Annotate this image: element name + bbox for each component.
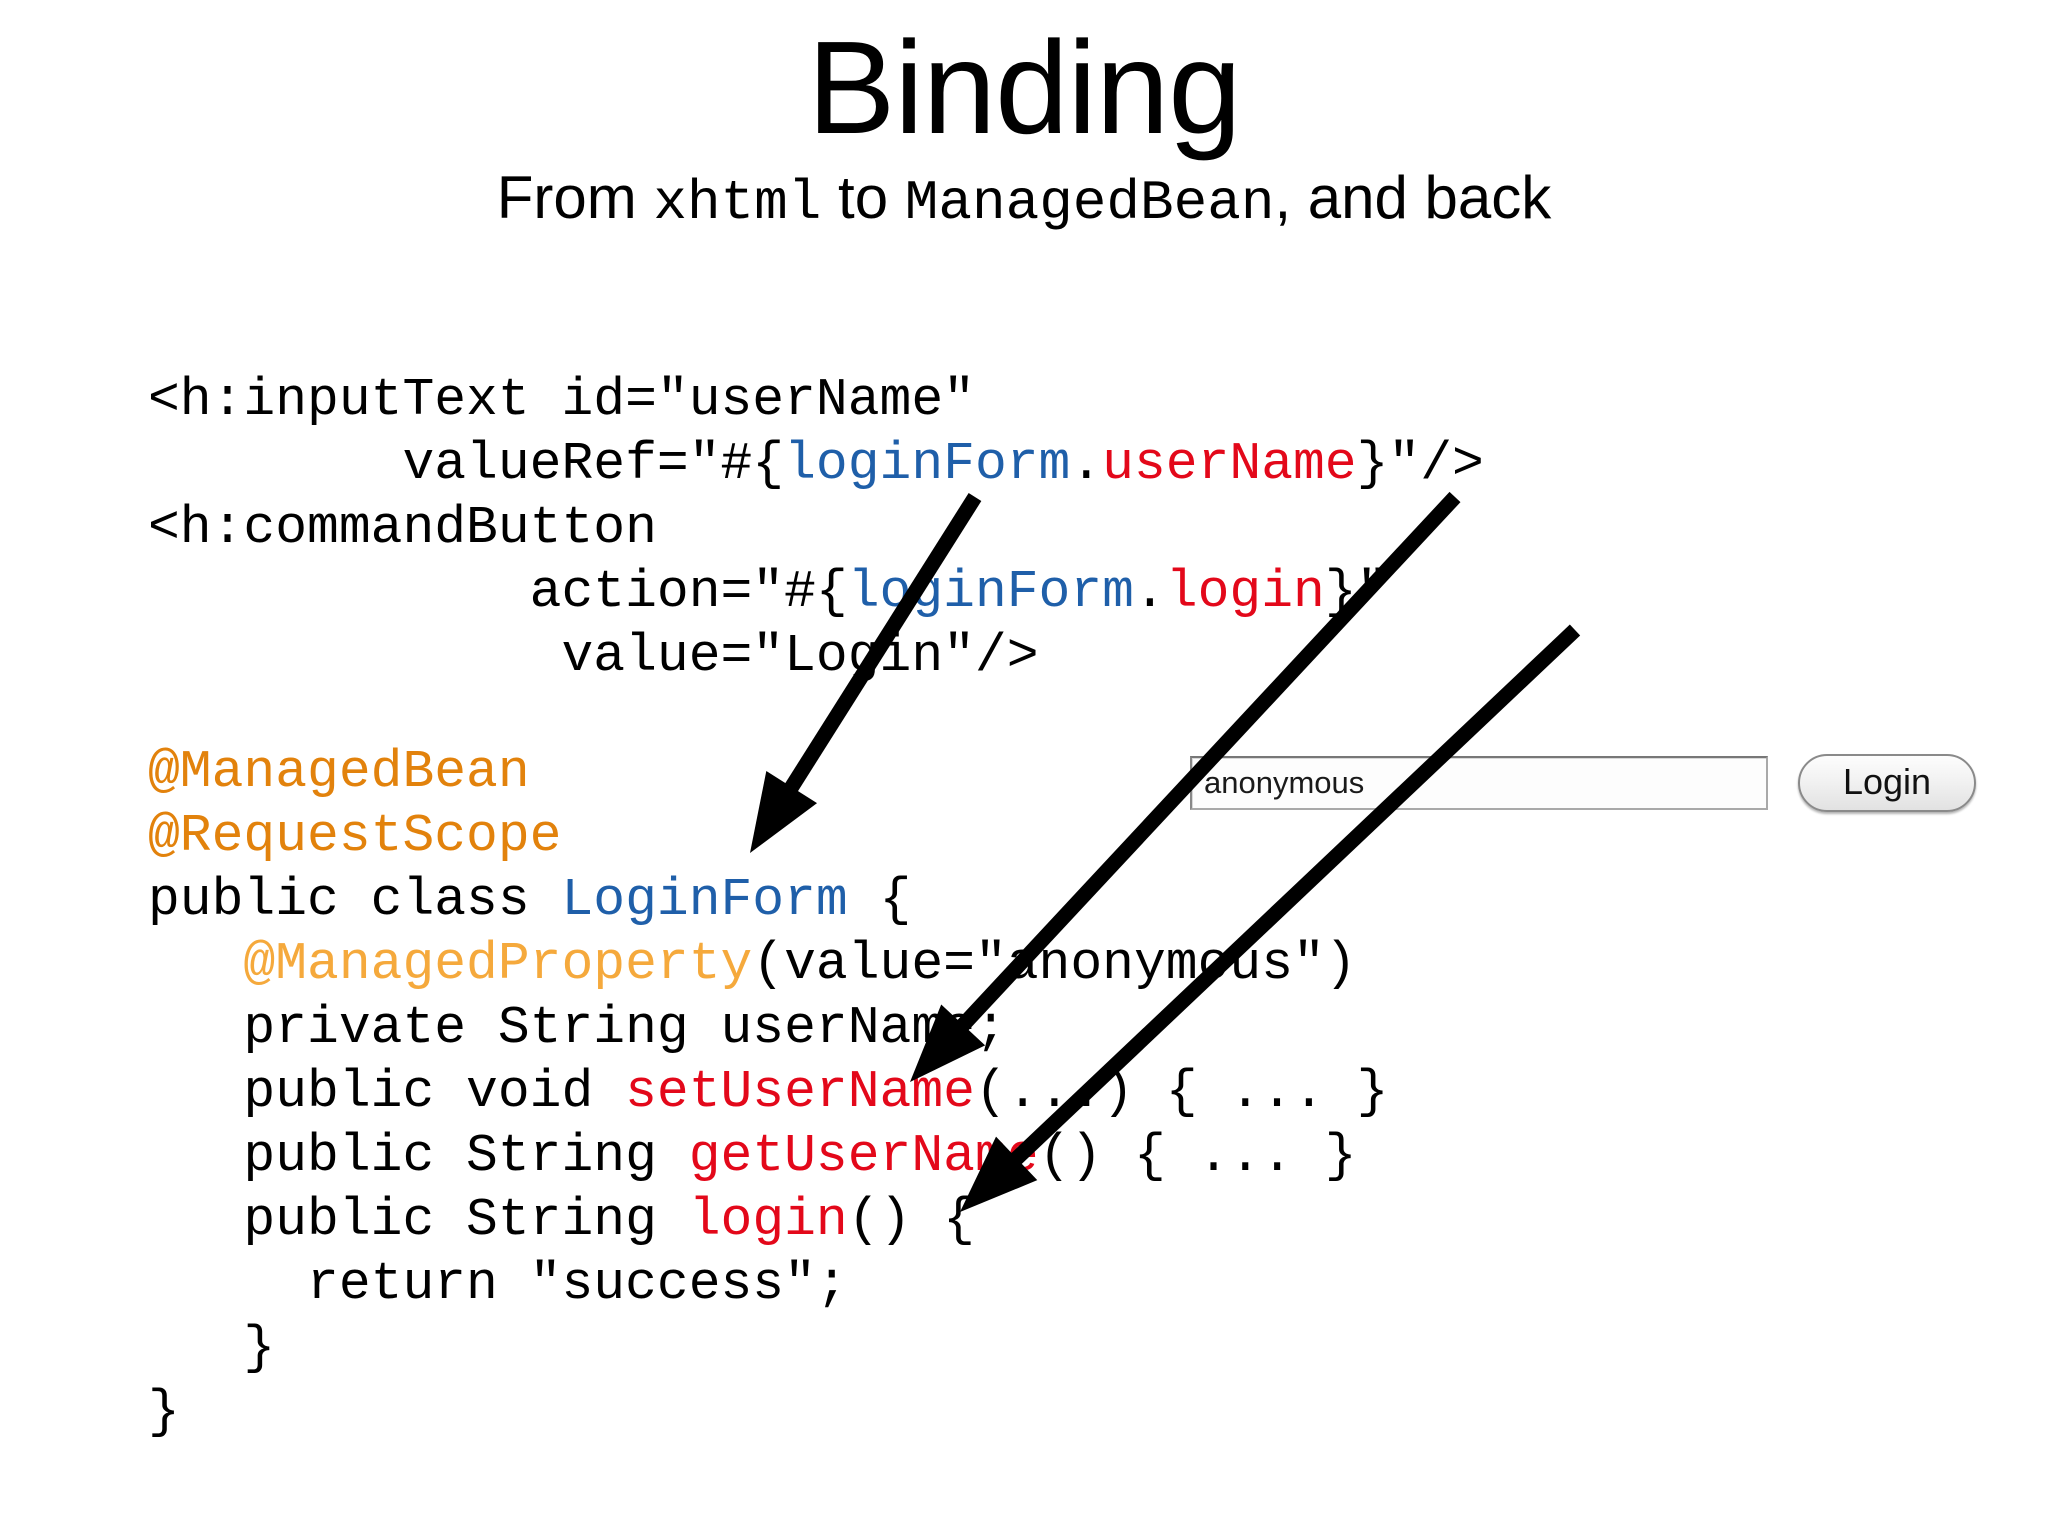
browser-preview-widget: Login <box>1190 752 1980 818</box>
java-code-line: } <box>148 1380 1388 1444</box>
java-code-token: } <box>148 1382 180 1442</box>
xhtml-code-line: value="Login"/> <box>148 624 1484 688</box>
java-code-token: return "success"; <box>148 1254 848 1314</box>
java-code-token: } <box>148 1318 276 1378</box>
java-code-token: { <box>847 870 912 930</box>
java-code-line: @RequestScope <box>148 804 1388 868</box>
java-code-token: public class <box>148 870 562 930</box>
java-code-line: public void setUserName(...) { ... } <box>148 1060 1388 1124</box>
xhtml-code-token: . <box>1070 434 1103 494</box>
xhtml-code-token: }" <box>1324 562 1389 622</box>
login-button[interactable]: Login <box>1798 754 1976 812</box>
xhtml-code-token: <h:inputText id="userName" <box>148 370 975 430</box>
subtitle-part-2: to <box>821 164 905 231</box>
java-code-token: () { ... } <box>1038 1126 1357 1186</box>
java-code-token: private String userName; <box>148 998 1007 1058</box>
page-subtitle: From xhtml to ManagedBean, and back <box>0 168 2048 232</box>
subtitle-mono-managedbean: ManagedBean <box>904 171 1275 235</box>
xhtml-code-line: valueRef="#{loginForm.userName}"/> <box>148 432 1484 496</box>
java-code-line: @ManagedProperty(value="anonymous") <box>148 932 1388 996</box>
java-code-token: login <box>688 1190 848 1250</box>
xhtml-code-line: action="#{loginForm.login}" <box>148 560 1484 624</box>
java-code-token: LoginForm <box>561 870 848 930</box>
java-code-token: (value="anonymous") <box>752 934 1357 994</box>
java-code-token: public String <box>148 1126 689 1186</box>
page-title: Binding <box>807 14 1241 161</box>
java-code-token: setUserName <box>625 1062 975 1122</box>
username-input[interactable] <box>1190 756 1768 810</box>
xhtml-code-block: <h:inputText id="userName" valueRef="#{l… <box>148 368 1484 688</box>
java-code-line: return "success"; <box>148 1252 1388 1316</box>
xhtml-code-token: . <box>1133 562 1166 622</box>
xhtml-code-token: <h:commandButton <box>148 498 657 558</box>
java-code-line: @ManagedBean <box>148 740 1388 804</box>
java-code-token: () { <box>847 1190 975 1250</box>
subtitle-part-3: , and back <box>1274 164 1552 231</box>
java-code-token <box>148 934 243 994</box>
java-code-token: (...) { ... } <box>974 1062 1389 1122</box>
java-code-line: } <box>148 1316 1388 1380</box>
subtitle-mono-xhtml: xhtml <box>653 171 822 235</box>
xhtml-code-token: loginForm <box>784 434 1071 494</box>
java-code-line: public String getUserName() { ... } <box>148 1124 1388 1188</box>
java-code-line: public class LoginForm { <box>148 868 1388 932</box>
java-code-line: private String userName; <box>148 996 1388 1060</box>
xhtml-code-token: value="Login"/> <box>148 626 1039 686</box>
xhtml-code-line: <h:commandButton <box>148 496 1484 560</box>
xhtml-code-token: userName <box>1102 434 1357 494</box>
xhtml-code-token: action="#{ <box>148 562 848 622</box>
xhtml-code-token: login <box>1165 562 1325 622</box>
java-code-token: @RequestScope <box>148 806 562 866</box>
java-code-token: getUserName <box>688 1126 1039 1186</box>
xhtml-code-token: loginForm <box>847 562 1134 622</box>
xhtml-code-line: <h:inputText id="userName" <box>148 368 1484 432</box>
java-code-token: public String <box>148 1190 689 1250</box>
xhtml-code-token: }"/> <box>1356 434 1484 494</box>
java-code-token: public void <box>148 1062 626 1122</box>
xhtml-code-token: valueRef="#{ <box>148 434 785 494</box>
java-code-token: @ManagedProperty <box>243 934 753 994</box>
java-code-line: public String login() { <box>148 1188 1388 1252</box>
java-code-token: @ManagedBean <box>148 742 530 802</box>
subtitle-part-1: From <box>496 164 654 231</box>
